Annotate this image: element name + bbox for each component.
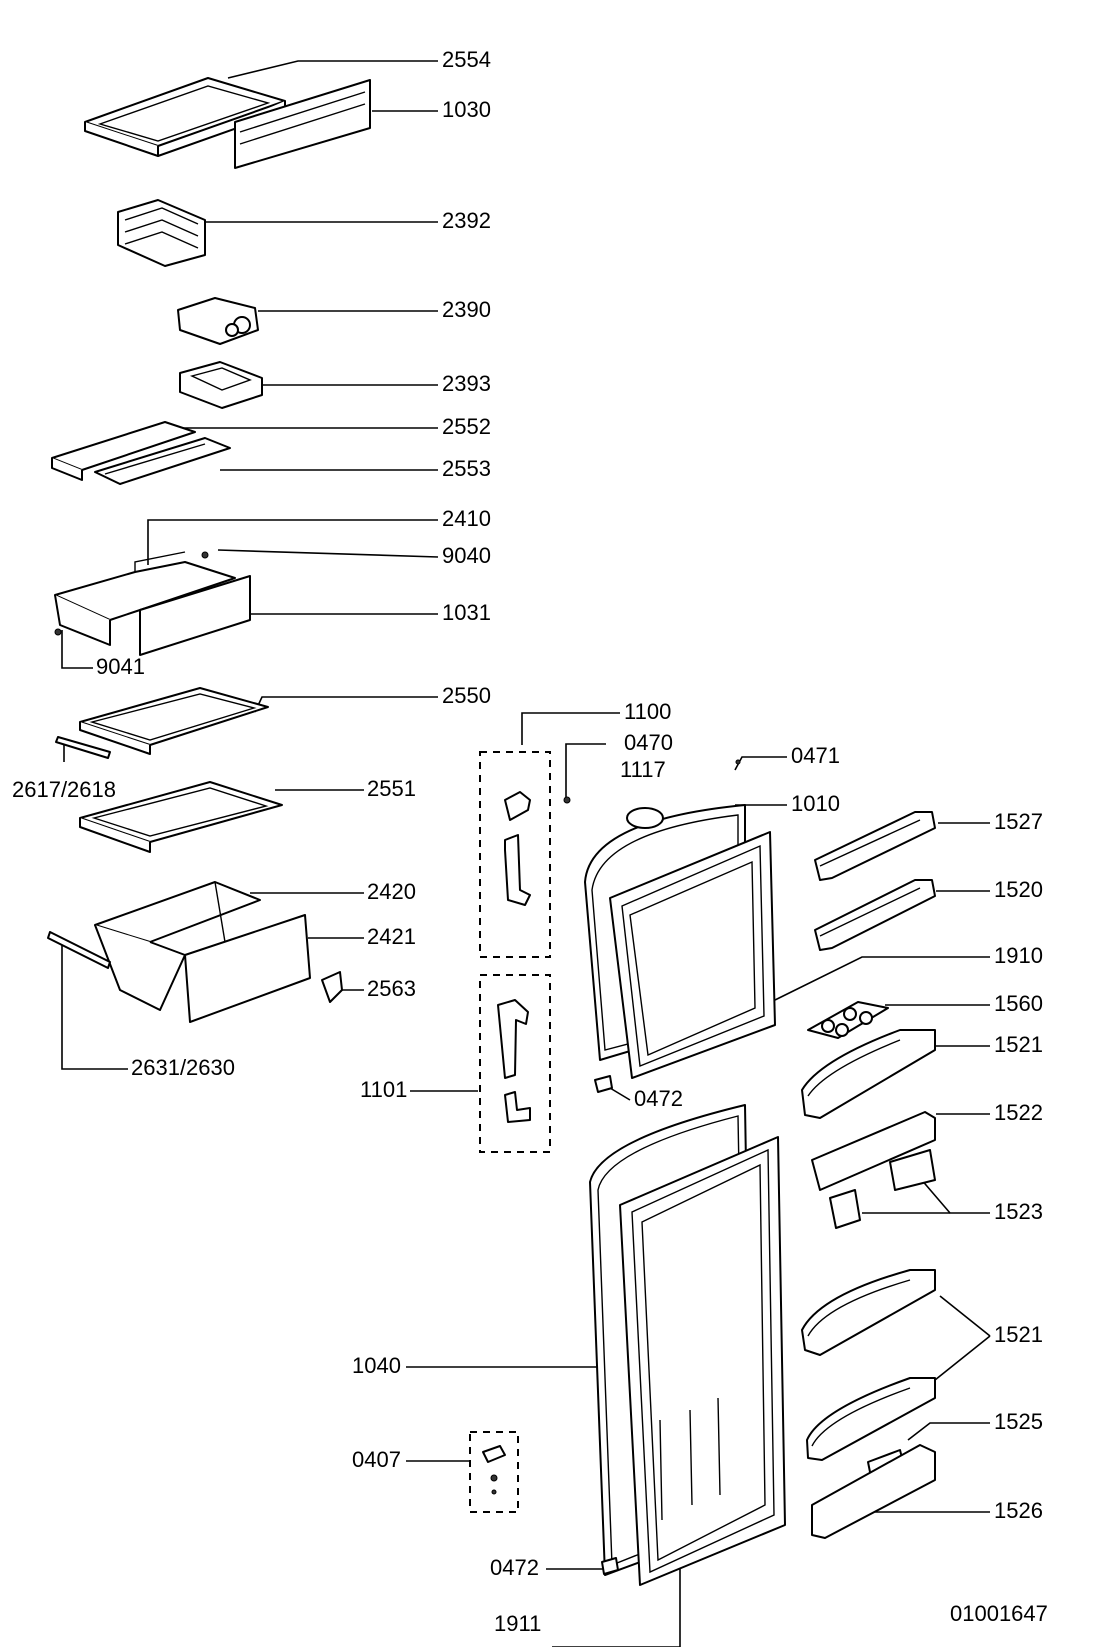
crisper-front-2421-drawing [184, 914, 311, 1023]
balcony-1521-lower-b-drawing [806, 1377, 936, 1461]
shelf-2554-drawing [84, 77, 286, 157]
hinge-pin-0472-upper-drawing [594, 1075, 613, 1093]
callout-0472-upper: 0472 [634, 1086, 683, 1111]
callout-1117: 1117 [620, 757, 666, 782]
bottle-clip-1523-drawing [829, 1149, 936, 1229]
callout-1523: 1523 [994, 1199, 1043, 1224]
drawer-front-1031-drawing [139, 575, 251, 656]
callout-1010: 1010 [791, 791, 840, 816]
callout-1522: 1522 [994, 1100, 1043, 1125]
callout-2393: 2393 [442, 371, 491, 396]
freezer-gasket-1910-drawing [609, 831, 776, 1079]
fridge-gasket-1911-drawing [619, 1136, 786, 1586]
crisper-2420-drawing [94, 881, 261, 1011]
callout-1100: 1100 [624, 699, 672, 724]
balcony-1521-lower-a-drawing [801, 1269, 936, 1356]
callout-2390: 2390 [442, 297, 491, 322]
tray-2393-drawing [179, 361, 263, 409]
callout-1526: 1526 [994, 1498, 1043, 1523]
ice-tray-2392-drawing [117, 199, 206, 267]
callout-2551: 2551 [367, 776, 416, 801]
drawer-front-1030-drawing [234, 79, 371, 169]
callout-1910: 1910 [994, 943, 1043, 968]
callout-2554: 2554 [442, 47, 491, 72]
bottle-holder-1522-drawing [811, 1111, 936, 1191]
callout-9041: 9041 [96, 654, 145, 679]
hinge-pin-0472-lower-drawing [601, 1557, 619, 1575]
callout-1040: 1040 [352, 1353, 401, 1378]
hinge-kit-0407-drawing [469, 1431, 519, 1513]
handle-set-1100-drawing [479, 751, 551, 958]
callout-2631-2630: 2631/2630 [131, 1055, 235, 1080]
callout-2550: 2550 [442, 683, 491, 708]
callout-1520: 1520 [994, 877, 1043, 902]
callout-1911: 1911 [494, 1611, 542, 1636]
callout-1030: 1030 [442, 97, 491, 122]
ice-maker-2390-drawing [177, 297, 259, 345]
glass-shelf-2550-drawing [79, 687, 269, 755]
callout-0407: 0407 [352, 1447, 401, 1472]
drawing-number: 01001647 [950, 1601, 1048, 1626]
balcony-1526-drawing [811, 1444, 936, 1539]
clip-2563-drawing [321, 971, 343, 1003]
glass-shelf-2551-drawing [79, 781, 283, 853]
callout-0470: 0470 [624, 730, 673, 755]
callout-2392: 2392 [442, 208, 491, 233]
callout-0471: 0471 [791, 743, 840, 768]
callout-2410: 2410 [442, 506, 491, 531]
callout-2617-2618: 2617/2618 [12, 777, 116, 802]
leader-lines [61, 60, 991, 1648]
shelf-rail-2617-2618-drawing [55, 736, 111, 759]
balcony-1521-upper-drawing [801, 1029, 936, 1119]
callout-2563: 2563 [367, 976, 416, 1001]
callout-1525: 1525 [994, 1409, 1043, 1434]
callout-2421: 2421 [367, 924, 416, 949]
callout-1521-upper: 1521 [994, 1032, 1043, 1057]
callout-1101: 1101 [360, 1077, 408, 1102]
callout-2553: 2553 [442, 456, 491, 481]
callout-1031: 1031 [442, 600, 491, 625]
callout-1560: 1560 [994, 991, 1043, 1016]
freezer-drawer-2410-drawing [54, 551, 236, 646]
flap-2553-drawing [94, 437, 231, 485]
callout-2420: 2420 [367, 879, 416, 904]
callout-1527: 1527 [994, 809, 1043, 834]
handle-set-1101-drawing [479, 974, 551, 1153]
callout-1521-lower: 1521 [994, 1322, 1043, 1347]
callout-2552: 2552 [442, 414, 491, 439]
callout-9040: 9040 [442, 543, 491, 568]
egg-tray-1560-drawing [807, 1001, 889, 1039]
balcony-1527-drawing [814, 811, 936, 881]
crisper-rail-2631-2630-drawing [47, 931, 111, 969]
flap-2552-drawing [51, 421, 196, 481]
balcony-1520-drawing [814, 879, 936, 951]
callout-0472-lower: 0472 [490, 1555, 539, 1580]
